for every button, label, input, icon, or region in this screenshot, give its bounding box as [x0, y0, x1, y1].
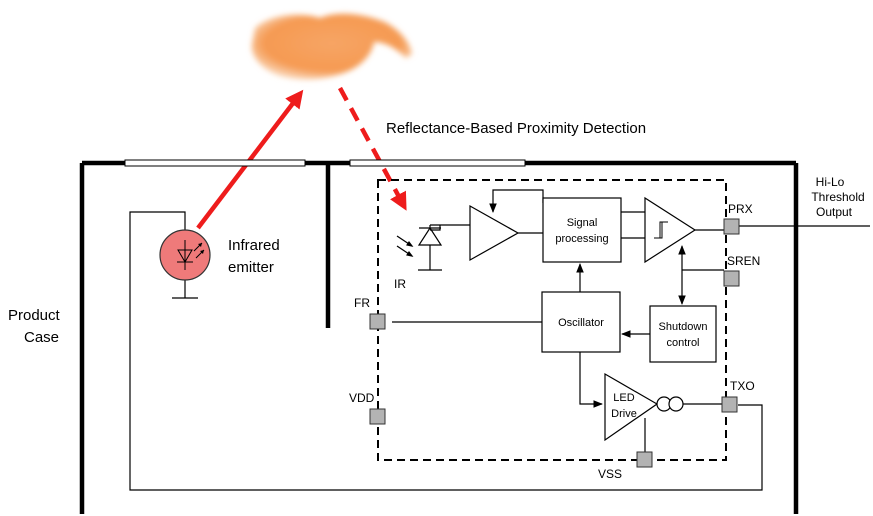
pin-txo: [721, 396, 738, 413]
signal-processing-block: [542, 197, 622, 263]
product-case-label-line1: Product: [8, 307, 61, 324]
signal-to-comparator-wires: [621, 211, 870, 239]
pin-label-prx: PRX: [728, 202, 753, 216]
output-label-line1: Hi-Lo: [816, 175, 845, 189]
led-icon: [159, 229, 211, 281]
pin-fr: [369, 313, 386, 330]
diagram-title: Reflectance-Based Proximity Detection: [386, 120, 646, 137]
photodiode-icon: [396, 224, 470, 271]
shutdown-control-label-line1: Shutdown: [659, 321, 708, 333]
pin-label-vss: VSS: [598, 467, 622, 481]
pin-sren: [723, 270, 740, 287]
infrared-emitter-label-line2: emitter: [228, 259, 274, 276]
led-drive-triangle: [604, 372, 684, 442]
comparator-triangle: [644, 196, 697, 264]
shutdown-control-block: [649, 305, 717, 363]
output-label-line2: Threshold: [811, 190, 864, 204]
led-drive-label-line2: Drive: [611, 408, 637, 420]
case-window-left: [124, 159, 306, 167]
reflected-ray-arrow: [338, 86, 407, 211]
signal-processing-label-line1: Signal: [567, 217, 598, 229]
oscillator-block: [541, 291, 621, 353]
amplifier-feedback: [489, 189, 544, 234]
chip-boundary: [377, 179, 727, 461]
hand-icon: [251, 13, 412, 80]
pin-label-txo: TXO: [730, 379, 755, 393]
infrared-emitter-label-line1: Infrared: [228, 237, 280, 254]
pin-prx: [723, 218, 740, 235]
output-label-line3: Output: [816, 205, 853, 219]
oscillator-label: Oscillator: [558, 317, 604, 329]
product-case: [79, 159, 799, 514]
pin-label-sren: SREN: [727, 254, 760, 268]
amplifier-triangle: [469, 204, 520, 262]
signal-processing-label-line2: processing: [555, 233, 608, 245]
pin-vdd: [369, 408, 386, 425]
pin-vss: [636, 451, 653, 468]
shutdown-control-label-line2: control: [666, 337, 699, 349]
case-window-right: [349, 159, 526, 167]
product-case-label-line2: Case: [24, 329, 59, 346]
pin-label-vdd: VDD: [349, 391, 375, 405]
led-drive-label-line1: LED: [613, 392, 634, 404]
pin-label-fr: FR: [354, 296, 370, 310]
ir-label: IR: [394, 277, 406, 291]
internal-wiring: [392, 245, 724, 452]
